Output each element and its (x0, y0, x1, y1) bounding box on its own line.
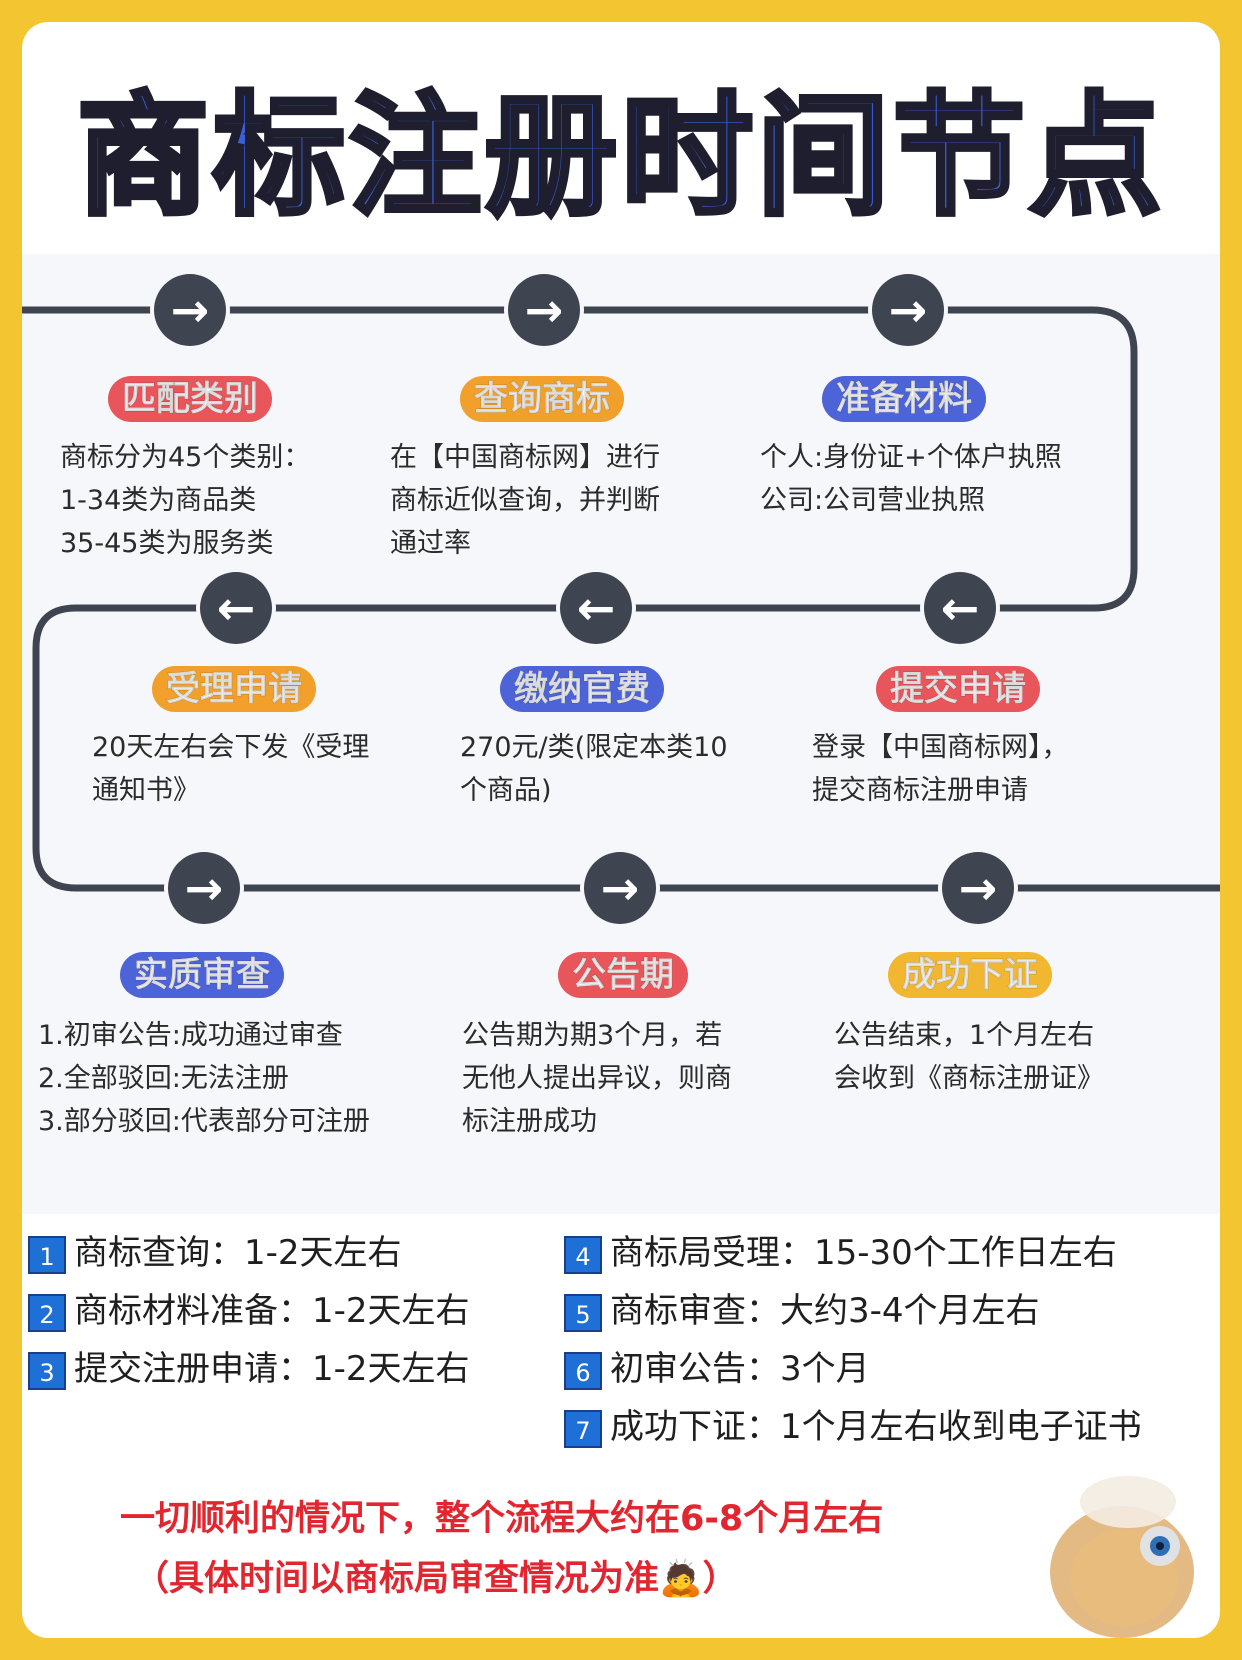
step-label-search-trademark: 查询商标 (460, 376, 624, 422)
infographic-card: 商标注册时间节点 → → → ← ← ← → → → 匹配类别 商标分为45个类… (22, 22, 1220, 1638)
owl-mascot-icon (1050, 1476, 1194, 1638)
step-label-submit-application: 提交申请 (876, 666, 1040, 712)
arrow-right-icon: → (942, 852, 1014, 924)
step-label-pay-fee: 缴纳官费 (500, 666, 664, 712)
arrow-right-icon: → (872, 274, 944, 346)
arrow-left-icon: ← (200, 572, 272, 644)
arrow-left-icon: ← (560, 572, 632, 644)
step-desc-submit-application: 登录【中国商标网】，提交商标注册申请 (812, 732, 1069, 806)
arrow-left-icon: ← (924, 572, 996, 644)
process-flow: → → → ← ← ← → → → 匹配类别 商标分为45个类别：1-34类为商… (22, 254, 1220, 1214)
number-badge: 6 (564, 1351, 602, 1390)
number-badge: 5 (564, 1293, 602, 1332)
summary-note: 一切顺利的情况下，整个流程大约在6-8个月左右 (120, 1499, 884, 1539)
step-desc-prepare-materials: 个人:身份证+个体户执照公司:公司营业执照 (760, 442, 1062, 516)
summary-note-detail: （具体时间以商标局审查情况为准🙇） (134, 1559, 738, 1599)
arrow-right-icon: → (584, 852, 656, 924)
step-label-substantive-review: 实质审查 (120, 952, 284, 998)
page-title: 商标注册时间节点 (75, 80, 1165, 235)
number-badge: 4 (564, 1235, 602, 1274)
step-label-publication-period: 公告期 (558, 952, 688, 998)
step-label-certificate-issued: 成功下证 (888, 952, 1052, 998)
step-label-match-class: 匹配类别 (108, 376, 272, 422)
step-desc-certificate-issued: 公告结束，1个月左右会收到《商标注册证》 (834, 1020, 1104, 1094)
arrow-right-icon: → (168, 852, 240, 924)
arrow-right-icon: → (508, 274, 580, 346)
number-badge: 2 (28, 1293, 66, 1332)
number-badge: 3 (28, 1351, 66, 1390)
number-badge: 1 (28, 1235, 66, 1274)
step-label-acceptance: 受理申请 (152, 666, 316, 712)
arrow-right-icon: → (154, 274, 226, 346)
step-desc-acceptance: 20天左右会下发《受理通知书》 (92, 732, 370, 806)
step-desc-search-trademark: 在【中国商标网】进行商标近似查询，并判断通过率 (390, 442, 660, 559)
number-badge: 7 (564, 1409, 602, 1448)
step-label-prepare-materials: 准备材料 (822, 376, 986, 422)
step-desc-publication-period: 公告期为期3个月，若无他人提出异议，则商标注册成功 (462, 1020, 732, 1137)
bowing-person-icon: 🙇 (659, 1559, 703, 1599)
